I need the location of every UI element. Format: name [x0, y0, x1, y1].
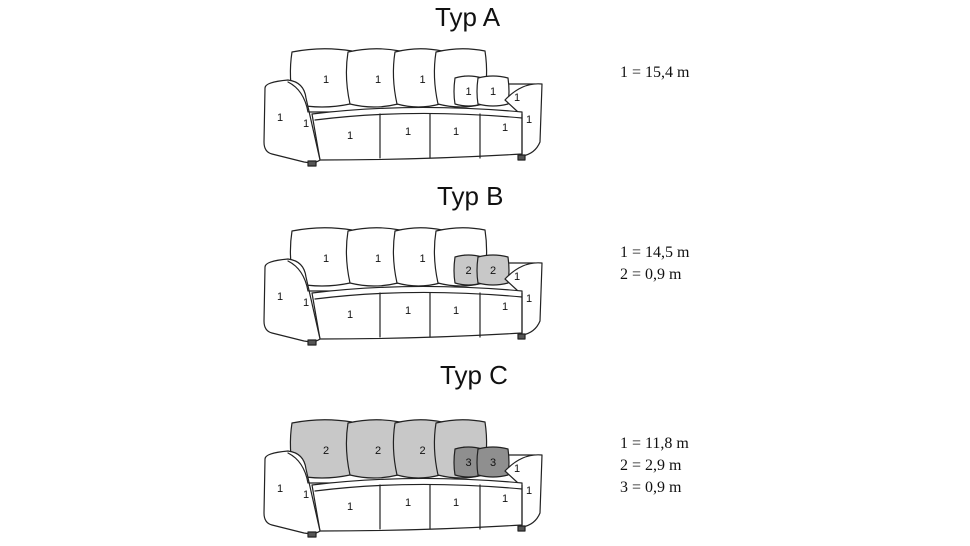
decor-cushion [476, 254, 510, 286]
cushion-number: 3 [490, 457, 496, 469]
sofa-foot [307, 160, 317, 167]
arm-left-number: 1 [277, 112, 283, 124]
seat-number: 1 [453, 126, 459, 138]
legend-line: 2 = 0,9 m [620, 266, 682, 283]
seat-number: 1 [502, 301, 508, 313]
sofa-foot [517, 333, 526, 340]
variant-c-legend: 1 = 11,8 m 2 = 2,9 m 3 = 0,9 m [620, 433, 689, 499]
left-arm-inner-edge [287, 452, 309, 484]
sofa-foot [307, 339, 317, 346]
arm-right-inner-number: 1 [514, 92, 520, 104]
pillow-number: 2 [375, 445, 381, 457]
variant-a-title: Typ A [435, 2, 501, 32]
legend-line: 1 = 11,8 m [620, 435, 689, 452]
variant-c-title: Typ C [440, 360, 508, 390]
variant-b-title: Typ B [437, 181, 504, 211]
seat-number: 1 [405, 497, 411, 509]
arm-right-inner-number: 1 [514, 463, 520, 475]
legend-line: 1 = 14,5 m [620, 244, 690, 261]
arm-right-inner-number: 1 [514, 271, 520, 283]
arm-right-number: 1 [526, 485, 532, 497]
seat-number: 1 [502, 493, 508, 505]
seat-number: 1 [405, 126, 411, 138]
left-arm-inner-edge [287, 81, 309, 113]
seat-edge [314, 112, 523, 121]
variant-a-sofa: 11111111111111 [263, 48, 543, 167]
arm-left-number: 1 [277, 291, 283, 303]
seat-number: 1 [347, 130, 353, 142]
decor-cushion [476, 75, 510, 107]
decor-cushion [476, 446, 510, 478]
variant-b-legend: 1 = 14,5 m 2 = 0,9 m [620, 242, 689, 286]
seat-number: 1 [347, 309, 353, 321]
seat-number: 1 [453, 305, 459, 317]
sofa-foot [517, 525, 526, 532]
arm-left-inner-number: 1 [303, 118, 309, 130]
variant-a-legend: 1 = 15,4 m [620, 62, 689, 84]
seat-number: 1 [453, 497, 459, 509]
cushion-number: 2 [490, 265, 496, 277]
pillow-number: 1 [419, 74, 425, 86]
seat-number: 1 [405, 305, 411, 317]
left-arm [263, 450, 321, 535]
sofa-foot [307, 531, 317, 538]
arm-right-number: 1 [526, 293, 532, 305]
variant-c-sofa: 22223311111111 [263, 419, 543, 538]
arm-right-number: 1 [526, 114, 532, 126]
left-arm-inner-edge [287, 260, 309, 292]
pillow-number: 1 [323, 74, 329, 86]
left-arm [263, 79, 321, 164]
seat-edge [314, 291, 523, 300]
seat-number: 1 [347, 501, 353, 513]
pillow-number: 2 [323, 445, 329, 457]
variant-b-sofa: 11112211111111 [263, 227, 543, 346]
legend-line: 3 = 0,9 m [620, 479, 682, 496]
seat-number: 1 [502, 122, 508, 134]
cushion-number: 2 [465, 265, 471, 277]
left-arm [263, 258, 321, 343]
pillow-number: 1 [375, 253, 381, 265]
cushion-number: 1 [465, 86, 471, 98]
pillow-number: 1 [323, 253, 329, 265]
seat-edge [314, 483, 523, 492]
pillow-number: 2 [419, 445, 425, 457]
arm-left-inner-number: 1 [303, 489, 309, 501]
sofa-foot [517, 154, 526, 161]
arm-left-number: 1 [277, 483, 283, 495]
pillow-number: 1 [419, 253, 425, 265]
arm-left-inner-number: 1 [303, 297, 309, 309]
cushion-number: 1 [490, 86, 496, 98]
legend-line: 2 = 2,9 m [620, 457, 682, 474]
cushion-number: 3 [465, 457, 471, 469]
pillow-number: 1 [375, 74, 381, 86]
legend-line: 1 = 15,4 m [620, 64, 690, 81]
